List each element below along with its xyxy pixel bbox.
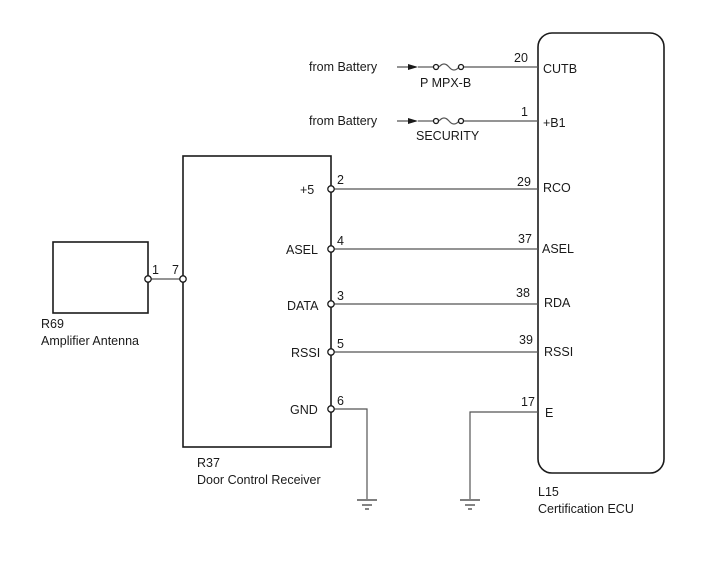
antenna-pin	[144, 275, 152, 283]
arrow-icon	[408, 118, 418, 124]
receiver-ground: GND 6	[290, 394, 377, 510]
receiver-signal: DATA	[287, 299, 319, 313]
battery-feed-2: from Battery SECURITY 1 +B1	[309, 105, 566, 143]
ecu-pin-number: 39	[519, 333, 533, 347]
ecu-pin-number: 29	[517, 175, 531, 189]
ecu-pin-number: 1	[521, 105, 528, 119]
ecu-pin-number: 38	[516, 286, 530, 300]
source-label: from Battery	[309, 114, 378, 128]
fuse-label: P MPX-B	[420, 76, 471, 90]
ecu-pin-signal: +B1	[543, 116, 566, 130]
antenna-name: Amplifier Antenna	[41, 334, 139, 348]
receiver-signal: ASEL	[286, 243, 318, 257]
receiver-pin-number: 3	[337, 289, 344, 303]
ecu-ground: 17 E	[460, 395, 553, 510]
ecu-code: L15	[538, 485, 559, 499]
signal-asel: ASEL 4 37 ASEL	[286, 232, 574, 257]
receiver-pin-number: 2	[337, 173, 344, 187]
receiver-signal: RSSI	[291, 346, 320, 360]
battery-feed-1: from Battery P MPX-B 20 CUTB	[309, 51, 577, 90]
signal-plus5: +5 2 29 RCO	[300, 173, 571, 197]
antenna-code: R69	[41, 317, 64, 331]
receiver-signal: +5	[300, 183, 314, 197]
receiver-pin-7	[179, 275, 187, 283]
receiver-name: Door Control Receiver	[197, 473, 321, 487]
receiver-signal: GND	[290, 403, 318, 417]
source-label: from Battery	[309, 60, 378, 74]
fuse-icon	[438, 117, 460, 125]
ecu-name: Certification ECU	[538, 502, 634, 516]
ecu-pin-signal: ASEL	[542, 242, 574, 256]
amplifier-antenna-box	[52, 241, 149, 314]
receiver-pin-number: 4	[337, 234, 344, 248]
ecu-pin-signal: CUTB	[543, 62, 577, 76]
signal-data: DATA 3 38 RDA	[287, 286, 571, 313]
fuse-label: SECURITY	[416, 129, 480, 143]
receiver-left-pin-number: 7	[172, 263, 179, 277]
ecu-pin-number: 17	[521, 395, 535, 409]
receiver-code: R37	[197, 456, 220, 470]
ecu-pin-signal: RDA	[544, 296, 571, 310]
ecu-pin-signal: RCO	[543, 181, 571, 195]
receiver-pin-number: 6	[337, 394, 344, 408]
ground-icon	[460, 499, 480, 510]
ecu-pin-signal: RSSI	[544, 345, 573, 359]
ecu-pin-number: 20	[514, 51, 528, 65]
antenna-pin-number: 1	[152, 263, 159, 277]
ecu-pin-number: 37	[518, 232, 532, 246]
arrow-icon	[408, 64, 418, 70]
fuse-icon	[438, 63, 460, 71]
receiver-pin-number: 5	[337, 337, 344, 351]
signal-rssi: RSSI 5 39 RSSI	[291, 333, 573, 360]
ground-icon	[357, 499, 377, 510]
certification-ecu-box	[537, 32, 665, 474]
ecu-pin-signal: E	[545, 406, 553, 420]
